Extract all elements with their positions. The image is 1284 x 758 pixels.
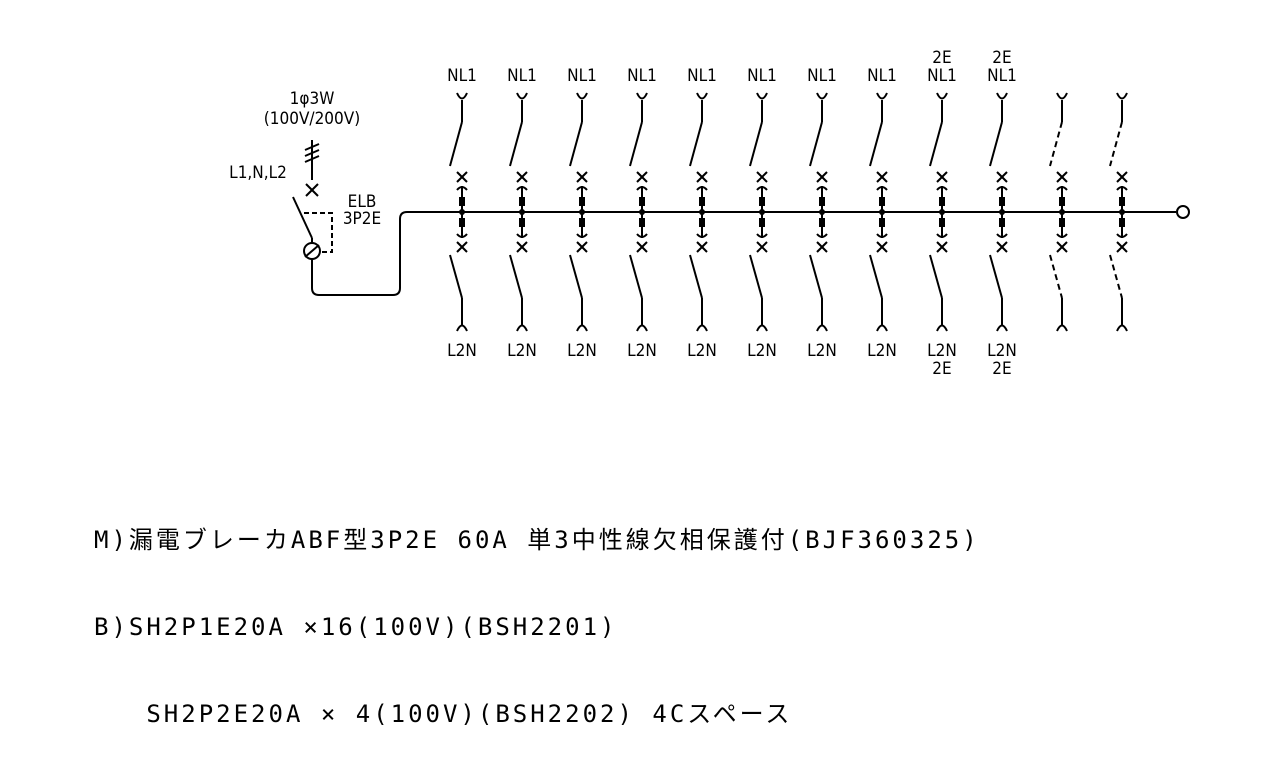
branch-top-label: 2E — [992, 48, 1011, 68]
branch-bottom-label: L2N — [867, 341, 897, 361]
branch-top-label: NL1 — [927, 66, 957, 86]
branch-top-label: NL1 — [507, 66, 537, 86]
branch-bottom-label: L2N — [687, 341, 717, 361]
branch-bottom-label: L2N — [807, 341, 837, 361]
branch-circuit — [1109, 92, 1128, 332]
branch-top-label: NL1 — [687, 66, 717, 86]
specification-notes: M)漏電ブレーカABF型3P2E 60A 単3中性線欠相保護付(BJF36032… — [94, 468, 980, 758]
branch-bottom-label: L2N — [747, 341, 777, 361]
branch-top-label: NL1 — [627, 66, 657, 86]
branch-top-label: NL1 — [987, 66, 1017, 86]
branch-bottom-label: L2N — [507, 341, 537, 361]
main-breaker-label-2: 3P2E — [343, 209, 381, 229]
branch-bottom-label: L2N — [987, 341, 1017, 361]
branch-bottom-label: L2N — [627, 341, 657, 361]
branch-circuits: NL1L2NNL1L2NNL1L2NNL1L2NNL1L2NNL1L2NNL1L… — [447, 48, 1128, 379]
branch-top-label: NL1 — [867, 66, 897, 86]
branch-bottom-label: L2N — [447, 341, 477, 361]
branch-top-label: NL1 — [447, 66, 477, 86]
supply-lines-label: L1,N,L2 — [229, 163, 287, 183]
single-line-diagram: 1φ3W (100V/200V) L1,N,L2 ELB 3P2E NL1L2N… — [229, 48, 1190, 379]
main-breaker-label-1: ELB — [348, 192, 377, 212]
branch-top-label: 2E — [932, 48, 951, 68]
busbar-terminal — [1176, 205, 1190, 219]
supply-phase-label: 1φ3W — [290, 89, 335, 109]
note-main-breaker: M)漏電ブレーカABF型3P2E 60A 単3中性線欠相保護付(BJF36032… — [94, 526, 980, 554]
branch-circuit — [1049, 92, 1068, 332]
branch-bottom-label: L2N — [567, 341, 597, 361]
branch-bottom-label: 2E — [992, 359, 1011, 379]
branch-bottom-label: 2E — [932, 359, 951, 379]
main-breaker — [292, 196, 408, 296]
branch-top-label: NL1 — [807, 66, 837, 86]
branch-bottom-label: L2N — [927, 341, 957, 361]
supply-voltage-label: (100V/200V) — [264, 109, 360, 129]
branch-top-label: NL1 — [747, 66, 777, 86]
note-branch-breakers-2e: SH2P2E20A × 4(100V)(BSH2202) 4Cスペース — [94, 700, 793, 728]
supply-feed — [304, 140, 320, 197]
branch-top-label: NL1 — [567, 66, 597, 86]
note-branch-breakers-1e: B)SH2P1E20A ×16(100V)(BSH2201) — [94, 613, 618, 641]
